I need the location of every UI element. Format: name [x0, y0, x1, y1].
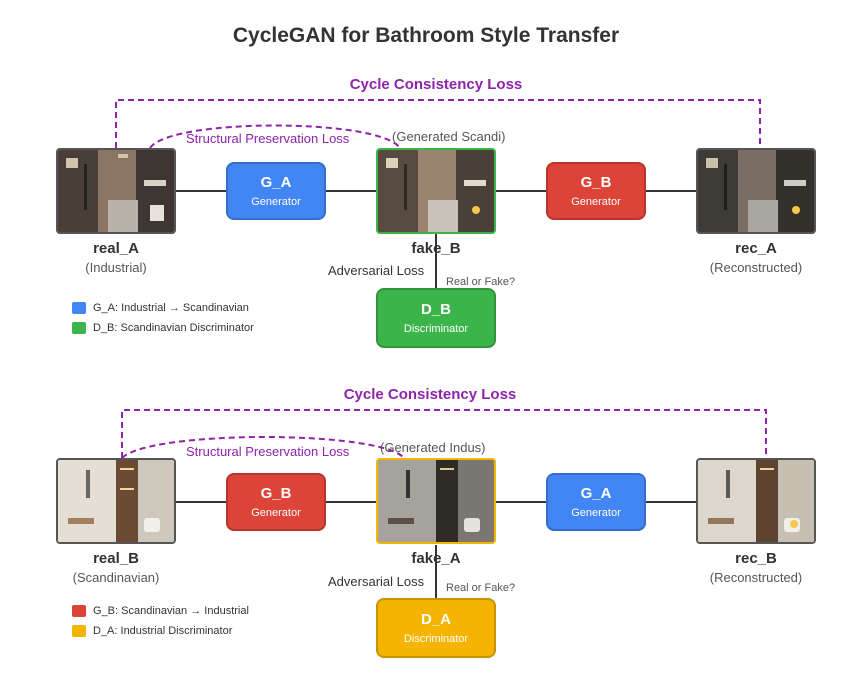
legend-bottom: G_B: Scandinavian → Industrial D_A: Indu… [72, 605, 249, 637]
discriminator-subtitle: Discriminator [403, 633, 469, 645]
legend-text: D_B: Scandinavian Discriminator [93, 322, 254, 334]
rec-b-subtitle: (Reconstructed) [709, 570, 803, 585]
cycle-loss-path-bottom [121, 409, 767, 458]
fake-b-name: fake_B [411, 240, 461, 257]
real-b-subtitle: (Scandinavian) [72, 570, 160, 585]
structural-loss-path-bottom [121, 436, 405, 459]
bottom-connectors [121, 409, 767, 598]
generator-title: G_A [580, 485, 612, 502]
generator-g-a-bottom[interactable]: G_A Generator [546, 473, 646, 531]
legend-swatch [72, 605, 86, 617]
real-or-fake-label-top: Real or Fake? [446, 276, 516, 288]
cycle-consistency-label-top: Cycle Consistency Loss [349, 76, 523, 93]
discriminator-d-b[interactable]: D_B Discriminator [376, 288, 496, 348]
discriminator-d-a[interactable]: D_A Discriminator [376, 598, 496, 658]
generator-subtitle: Generator [251, 196, 301, 208]
real-a-subtitle: (Industrial) [85, 260, 147, 275]
rec-a-image [696, 148, 816, 234]
generator-subtitle: Generator [571, 507, 621, 519]
legend-top: G_A: Industrial → Scandinavian D_B: Scan… [72, 302, 254, 334]
legend-swatch [72, 625, 86, 637]
generated-label-bottom: (Generated Indus) [380, 440, 486, 455]
real-a-name: real_A [93, 240, 139, 257]
legend-item: D_A: Industrial Discriminator [72, 625, 249, 637]
structural-preservation-label-bottom: Structural Preservation Loss [186, 444, 350, 459]
discriminator-title: D_B [420, 301, 451, 318]
generator-title: G_B [580, 174, 612, 191]
generator-title: G_B [260, 485, 292, 502]
fake-b-image [376, 148, 496, 234]
legend-swatch [72, 302, 86, 314]
generator-title: G_A [260, 174, 292, 191]
structural-preservation-label-top: Structural Preservation Loss [186, 131, 350, 146]
legend-text: D_A: Industrial Discriminator [93, 625, 233, 637]
top-connectors [115, 99, 761, 288]
legend-text: G_B: Scandinavian → Industrial [93, 605, 249, 617]
legend-swatch [72, 322, 86, 334]
adversarial-loss-label-top: Adversarial Loss [328, 263, 425, 278]
fake-a-image [376, 458, 496, 544]
real-or-fake-label-bottom: Real or Fake? [446, 582, 516, 594]
legend-item: D_B: Scandinavian Discriminator [72, 322, 254, 334]
cycle-consistency-label-bottom: Cycle Consistency Loss [343, 386, 517, 403]
generator-g-b-top[interactable]: G_B Generator [546, 162, 646, 220]
legend-text: G_A: Industrial → Scandinavian [93, 302, 249, 314]
generator-subtitle: Generator [571, 196, 621, 208]
rec-a-name: rec_A [735, 240, 777, 257]
fake-a-name: fake_A [411, 550, 461, 567]
generator-subtitle: Generator [251, 507, 301, 519]
generator-g-b-bottom[interactable]: G_B Generator [226, 473, 326, 531]
real-a-image [56, 148, 176, 234]
rec-a-subtitle: (Reconstructed) [709, 260, 803, 275]
discriminator-title: D_A [420, 611, 451, 628]
generator-g-a-top[interactable]: G_A Generator [226, 162, 326, 220]
generated-label-top: (Generated Scandi) [392, 129, 506, 144]
real-b-name: real_B [93, 550, 139, 567]
discriminator-subtitle: Discriminator [403, 323, 469, 335]
rec-b-name: rec_B [735, 550, 777, 567]
page-title: CycleGAN for Bathroom Style Transfer [232, 24, 620, 47]
real-b-image [56, 458, 176, 544]
cycle-loss-path-top [115, 99, 761, 148]
legend-item: G_A: Industrial → Scandinavian [72, 302, 254, 314]
legend-item: G_B: Scandinavian → Industrial [72, 605, 249, 617]
adversarial-loss-label-bottom: Adversarial Loss [328, 574, 425, 589]
rec-b-image [696, 458, 816, 544]
